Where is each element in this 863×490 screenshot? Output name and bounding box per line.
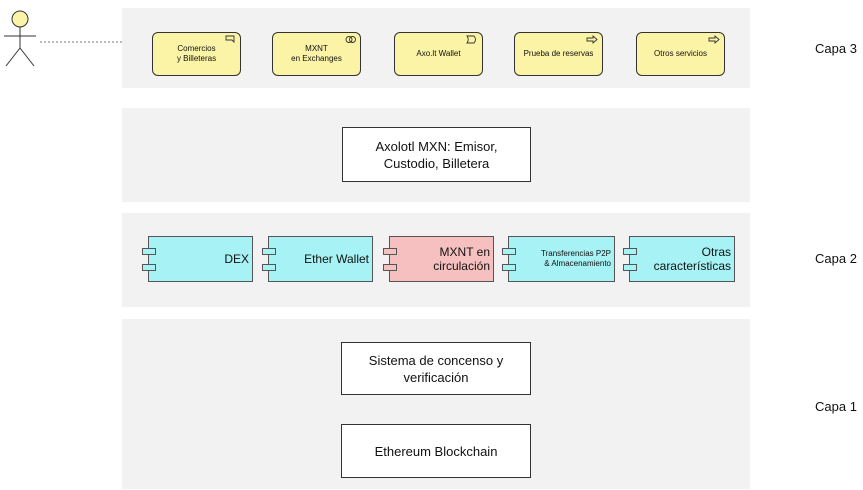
component-tab	[502, 248, 516, 255]
business-interface-icon	[225, 35, 235, 44]
component-tab	[623, 264, 637, 271]
blockchain-label: Ethereum Blockchain	[374, 443, 498, 459]
component-label-line1: MXNT en	[439, 245, 490, 259]
component-label-line1: Otras	[701, 245, 731, 259]
component-label-line2: circulación	[433, 259, 490, 273]
component-label-line2: características	[653, 259, 731, 273]
business-event-icon	[466, 35, 476, 44]
layer2-label: Capa 2	[815, 251, 857, 266]
service-prueba-reservas[interactable]: Prueba de reservas	[514, 32, 603, 76]
component-tab	[383, 264, 397, 271]
business-collaboration-icon	[345, 36, 356, 43]
issuer-line2: Custodio, Billetera	[383, 155, 490, 171]
component-tab	[142, 248, 156, 255]
component-label-line2: & Almacenamiento	[544, 259, 611, 268]
component-tab	[623, 248, 637, 255]
service-axolt-wallet[interactable]: Axo.lt Wallet	[394, 32, 483, 76]
issuer-box[interactable]: Axolotl MXN: Emisor,Custodio, Billetera	[342, 127, 531, 182]
service-label-line1: Otros servicios	[654, 49, 707, 58]
component-label: Transferencias P2P& Almacenamiento	[541, 237, 611, 281]
service-otros-servicios[interactable]: Otros servicios	[636, 32, 725, 76]
service-label-line2: en Exchanges	[291, 54, 342, 63]
layer3-label: Capa 3	[815, 41, 857, 56]
component-tab	[383, 248, 397, 255]
component-tab	[502, 264, 516, 271]
service-label-line2: y Billeteras	[176, 54, 217, 63]
component-transferencias-p2p[interactable]: Transferencias P2P& Almacenamiento	[502, 236, 615, 282]
consensus-line1: Sistema de concenso y	[368, 352, 504, 368]
service-label-line1: MXNT	[305, 44, 328, 53]
layer1-label: Capa 1	[815, 399, 857, 414]
component-dex[interactable]: DEX	[142, 236, 253, 282]
component-label-line1: DEX	[224, 252, 249, 266]
service-label-line1: Comercios	[177, 44, 216, 53]
service-label-line1: Axo.lt Wallet	[416, 49, 461, 58]
component-label: Ether Wallet	[304, 237, 369, 281]
component-label-line1: Ether Wallet	[304, 252, 369, 266]
component-label-line1: Transferencias P2P	[541, 249, 611, 258]
business-process-arrow-icon	[586, 35, 598, 44]
component-ether-wallet[interactable]: Ether Wallet	[262, 236, 373, 282]
service-label-line1: Prueba de reservas	[523, 49, 594, 58]
component-tab	[142, 264, 156, 271]
business-process-arrow-icon	[708, 35, 720, 44]
component-tab	[262, 248, 276, 255]
blockchain-box[interactable]: Ethereum Blockchain	[341, 424, 531, 478]
component-label: DEX	[224, 237, 249, 281]
component-tab	[262, 264, 276, 271]
consensus-line2: verificación	[403, 369, 469, 385]
actor-icon	[4, 10, 36, 67]
issuer-line1: Axolotl MXN: Emisor,	[375, 138, 498, 154]
